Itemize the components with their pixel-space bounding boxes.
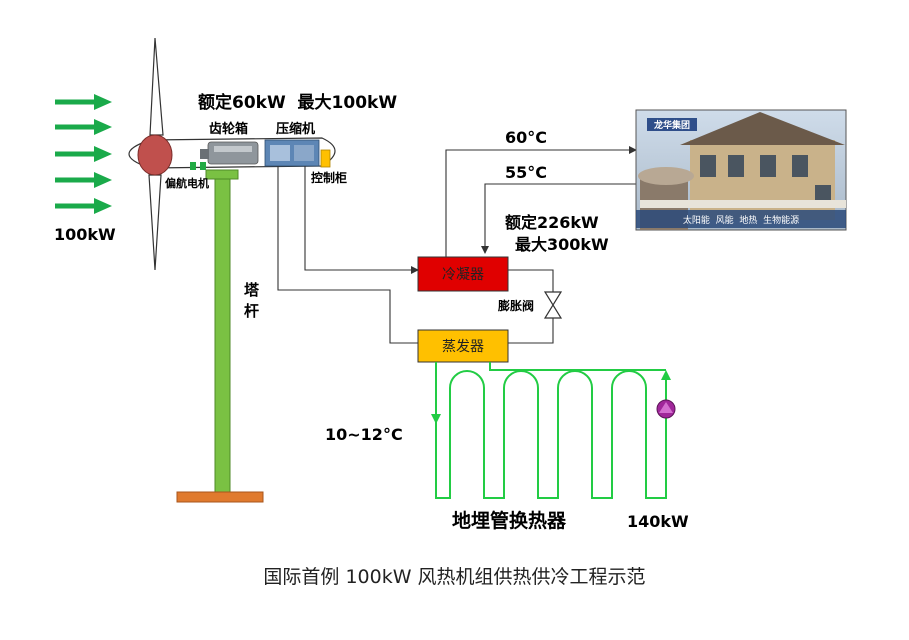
- pipe-supply-60c: [445, 146, 637, 258]
- blade-bottom: [148, 174, 162, 271]
- wind-power-label: 100kW: [54, 225, 116, 244]
- wind-arrows: [55, 94, 112, 214]
- yaw-motor-right: [200, 162, 206, 170]
- yaw-motor-label: 偏航电机: [165, 176, 209, 190]
- rotor-hub: [137, 134, 173, 176]
- evaporator: [417, 329, 509, 363]
- turbine-rating: 额定60kW 最大100kW: [198, 92, 397, 113]
- tower-base: [176, 491, 264, 503]
- expansion-valve-label: 膨胀阀: [497, 298, 534, 313]
- photo-banner: 太阳能 风能 地热 生物能源: [683, 214, 799, 226]
- heating-rating-label-1: 额定226kW: [505, 213, 599, 232]
- pipe-compressor-to-condenser: [304, 166, 419, 274]
- compressor-label: 压缩机: [276, 121, 315, 137]
- refrigerant-piping: [277, 146, 637, 344]
- pipe-condenser-to-valve: [508, 269, 554, 292]
- wind-arrow-1: [55, 94, 112, 110]
- condenser: [417, 256, 509, 292]
- ground-exchanger-label: 地埋管换热器: [452, 509, 567, 532]
- wind-arrow-5: [55, 198, 112, 214]
- yaw-motor-left: [190, 162, 196, 170]
- wind-arrow-2: [55, 119, 112, 135]
- blade-top: [149, 37, 164, 136]
- building-photo: 龙华集团 太阳能 风能 地热 生物能源: [635, 109, 847, 231]
- expansion-valve: [543, 291, 563, 319]
- tower-top-cap: [205, 169, 239, 180]
- ground-power-label: 140kW: [627, 512, 689, 531]
- return-temp-label: 55°C: [505, 163, 547, 182]
- control-cabinet: [320, 149, 331, 168]
- condenser-label: 冷凝器: [442, 267, 484, 283]
- wind-arrow-4: [55, 172, 112, 188]
- ground-loop-coil: [435, 370, 667, 499]
- supply-temp-label: 60°C: [505, 128, 547, 147]
- gearbox-label: 齿轮箱: [209, 121, 248, 137]
- heating-rating-label-2: 最大300kW: [515, 235, 609, 254]
- pump-triangle-icon: [659, 402, 673, 413]
- tower-label-1: 塔: [244, 281, 260, 299]
- pipe-return-55c: [481, 183, 636, 254]
- compressor: [264, 139, 320, 167]
- evaporator-label: 蒸发器: [442, 339, 484, 355]
- ground-temp-label: 10~12°C: [325, 425, 403, 444]
- gearbox: [200, 141, 259, 165]
- pipe-evaporator-return: [277, 166, 418, 344]
- figure-caption: 国际首例 100kW 风热机组供热供冷工程示范: [263, 566, 646, 588]
- photo-logo: 龙华集团: [653, 119, 690, 131]
- wind-arrow-3: [55, 146, 112, 162]
- tower: [214, 175, 231, 495]
- control-cabinet-label: 控制柜: [311, 170, 347, 185]
- tower-label-2: 杆: [244, 302, 259, 320]
- pipe-valve-to-evaporator: [508, 318, 554, 344]
- ground-loop-return: [489, 362, 666, 371]
